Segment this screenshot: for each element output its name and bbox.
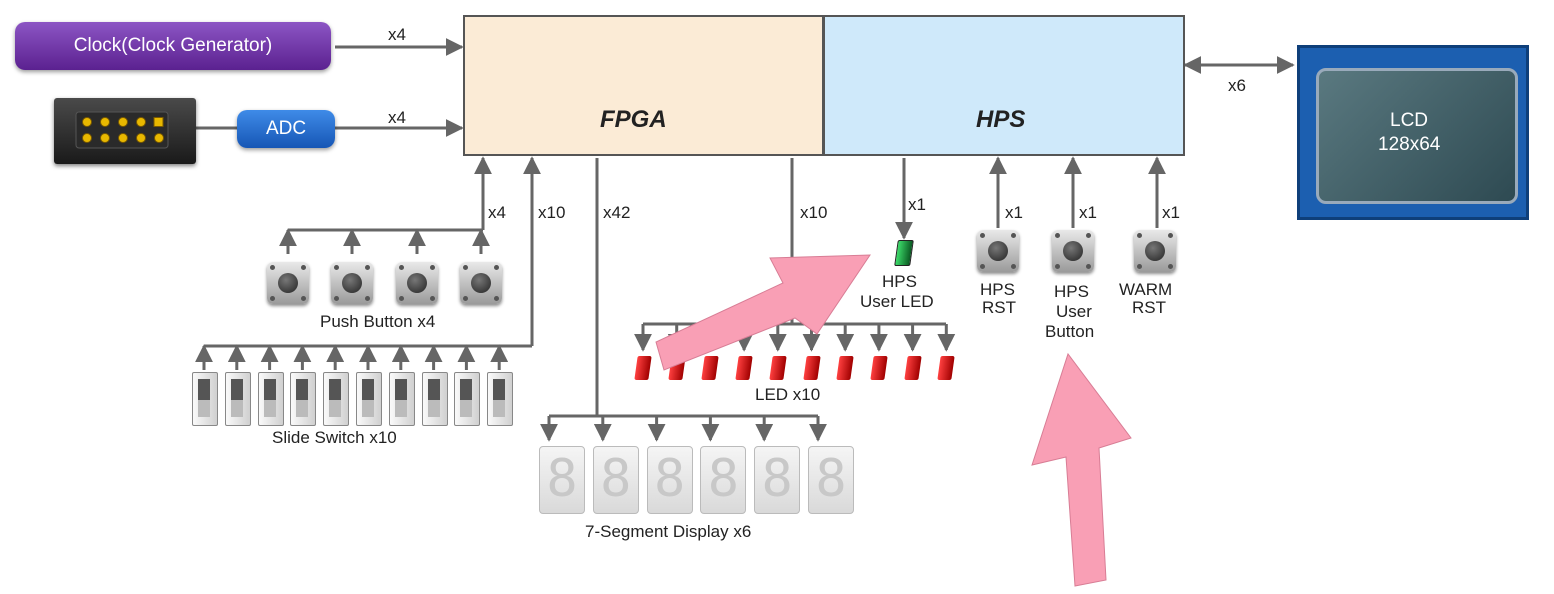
slide-switch	[323, 372, 350, 426]
adc-pins	[75, 111, 169, 149]
seven-segment-digit: 8	[754, 446, 801, 514]
push-button	[331, 262, 373, 304]
hps-rst-bus-label: x1	[1005, 203, 1023, 222]
lcd-bus-label: x6	[1228, 76, 1246, 95]
seven-segment-label: 7-Segment Display x6	[585, 522, 752, 541]
hps-user-led-label-2: User LED	[860, 292, 934, 311]
lcd-screen	[1316, 68, 1518, 204]
annotation-arrow-to-user-button	[1031, 352, 1132, 587]
hps-user-button-label-2: User	[1056, 302, 1092, 321]
annotation-arrow-to-user-led	[655, 254, 871, 371]
hps-user-button-label-1: HPS	[1054, 282, 1089, 301]
adc-header-connector	[54, 98, 196, 164]
slide-switch	[487, 372, 514, 426]
lcd-module: LCD 128x64	[1297, 45, 1529, 220]
slide-switch	[257, 372, 284, 426]
slide-switch-label: Slide Switch x10	[272, 428, 397, 447]
slide-switch-bus-label: x10	[538, 203, 566, 222]
push-button	[267, 262, 309, 304]
slide-switch	[356, 372, 382, 426]
push-button-label: Push Button x4	[320, 312, 436, 331]
push-button	[460, 262, 502, 304]
hps-label: HPS	[976, 106, 1026, 133]
warm-rst-button	[1134, 230, 1176, 272]
hps-rst-label-1: HPS	[980, 280, 1015, 299]
slide-switch	[290, 372, 317, 426]
warm-rst-label-1: WARM	[1119, 280, 1173, 299]
warm-rst-bus-label: x1	[1162, 203, 1180, 222]
hps-user-button-label-3: Button	[1045, 322, 1095, 341]
seven-segment-digit: 8	[700, 446, 747, 514]
led-label: LED x10	[755, 385, 821, 404]
adc-pill: ADC	[237, 110, 335, 148]
led-bus-label: x10	[800, 203, 828, 222]
hps-user-button	[1052, 230, 1094, 272]
seven-segment-bus-label: x42	[603, 203, 631, 222]
adc-bus-label: x4	[388, 108, 406, 127]
seven-segment-digit: 8	[646, 446, 693, 514]
hps-rst-label-2: RST	[982, 298, 1016, 317]
hps-rst-button	[977, 230, 1019, 272]
fpga-label: FPGA	[600, 106, 667, 133]
lcd-label: LCD	[1390, 110, 1429, 131]
seven-segment-digit: 8	[539, 446, 585, 514]
clock-bus-label: x4	[388, 25, 406, 44]
slide-switch	[421, 372, 448, 426]
slide-switch	[192, 372, 218, 426]
hps-user-led-label-1: HPS	[882, 272, 917, 291]
slide-switch	[224, 372, 251, 426]
clock-generator-pill: Clock(Clock Generator)	[15, 22, 331, 70]
slide-switch	[388, 372, 415, 426]
hps-block	[823, 15, 1185, 156]
push-button-bus-label: x4	[488, 203, 506, 222]
warm-rst-label-2: RST	[1132, 298, 1166, 317]
slide-switch	[454, 372, 481, 426]
lcd-resolution-label: 128x64	[1378, 134, 1441, 155]
seven-segment-digit: 8	[592, 446, 639, 514]
hps-user-led-bus-label: x1	[908, 195, 926, 214]
hps-user-button-bus-label: x1	[1079, 203, 1097, 222]
push-button	[396, 262, 438, 304]
seven-segment-digit: 8	[808, 446, 854, 514]
